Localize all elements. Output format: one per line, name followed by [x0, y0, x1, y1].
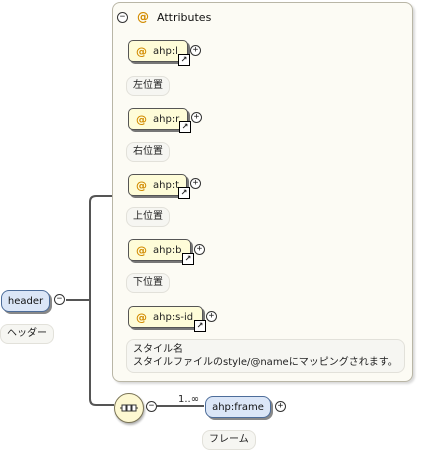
plus-circle-icon[interactable]: +: [190, 45, 201, 56]
attribute-doc: スタイル名 スタイルファイルのstyle/@nameにマッピングされます。: [126, 339, 405, 373]
minus-circle-icon[interactable]: −: [54, 294, 65, 305]
attributes-panel-title: Attributes: [157, 10, 212, 24]
attribute-doc: 左位置: [126, 76, 170, 96]
sequence-compositor-icon: [120, 404, 138, 412]
at-sign-icon: @: [136, 310, 147, 324]
attribute-ahp-r[interactable]: @ ahp:r: [128, 108, 188, 130]
attribute-name: ahp:t: [153, 179, 180, 191]
plus-circle-icon[interactable]: +: [194, 244, 205, 255]
multiplicity-label: 1..∞: [178, 394, 200, 405]
reference-arrow-icon: ↗: [182, 253, 194, 265]
at-sign-icon: @: [137, 10, 149, 24]
element-doc: ヘッダー: [0, 324, 54, 344]
attribute-doc: 上位置: [126, 207, 170, 227]
attributes-panel-header: − @ Attributes: [117, 9, 211, 25]
plus-circle-icon[interactable]: +: [190, 178, 201, 189]
branch-connector: [89, 195, 114, 406]
attribute-ahp-s-id[interactable]: @ ahp:s-id: [128, 306, 203, 328]
minus-circle-icon[interactable]: −: [146, 401, 157, 412]
plus-circle-icon[interactable]: +: [191, 112, 202, 123]
plus-circle-icon[interactable]: +: [275, 401, 286, 412]
sequence-compositor[interactable]: [114, 393, 144, 423]
attribute-name: ahp:r: [153, 113, 180, 125]
attribute-ahp-l[interactable]: @ ahp:l: [128, 40, 188, 62]
attribute-name: ahp:b: [153, 244, 182, 256]
at-sign-icon: @: [136, 112, 147, 126]
attribute-ahp-t[interactable]: @ ahp:t: [128, 174, 187, 196]
at-sign-icon: @: [136, 178, 147, 192]
at-sign-icon: @: [136, 243, 147, 257]
reference-arrow-icon: ↗: [194, 320, 206, 332]
reference-arrow-icon: ↗: [178, 54, 190, 66]
element-doc: フレーム: [202, 430, 256, 450]
attribute-name: ahp:l: [153, 45, 178, 57]
attribute-doc-line: スタイル名: [133, 344, 183, 355]
element-name: header: [7, 295, 44, 307]
reference-arrow-icon: ↗: [178, 187, 190, 199]
at-sign-icon: @: [136, 44, 147, 58]
attribute-doc-line: スタイルファイルのstyle/@nameにマッピングされます。: [133, 357, 398, 368]
minus-circle-icon[interactable]: −: [117, 11, 128, 23]
element-ahp-frame[interactable]: ahp:frame: [205, 396, 271, 418]
attribute-ahp-b[interactable]: @ ahp:b: [128, 239, 191, 261]
attribute-doc: 右位置: [126, 142, 170, 162]
attribute-doc: 下位置: [126, 273, 170, 293]
root-element-header[interactable]: header: [1, 290, 50, 312]
plus-circle-icon[interactable]: +: [206, 311, 217, 322]
element-name: ahp:frame: [212, 401, 264, 413]
attribute-name: ahp:s-id: [153, 311, 194, 323]
reference-arrow-icon: ↗: [179, 121, 191, 133]
